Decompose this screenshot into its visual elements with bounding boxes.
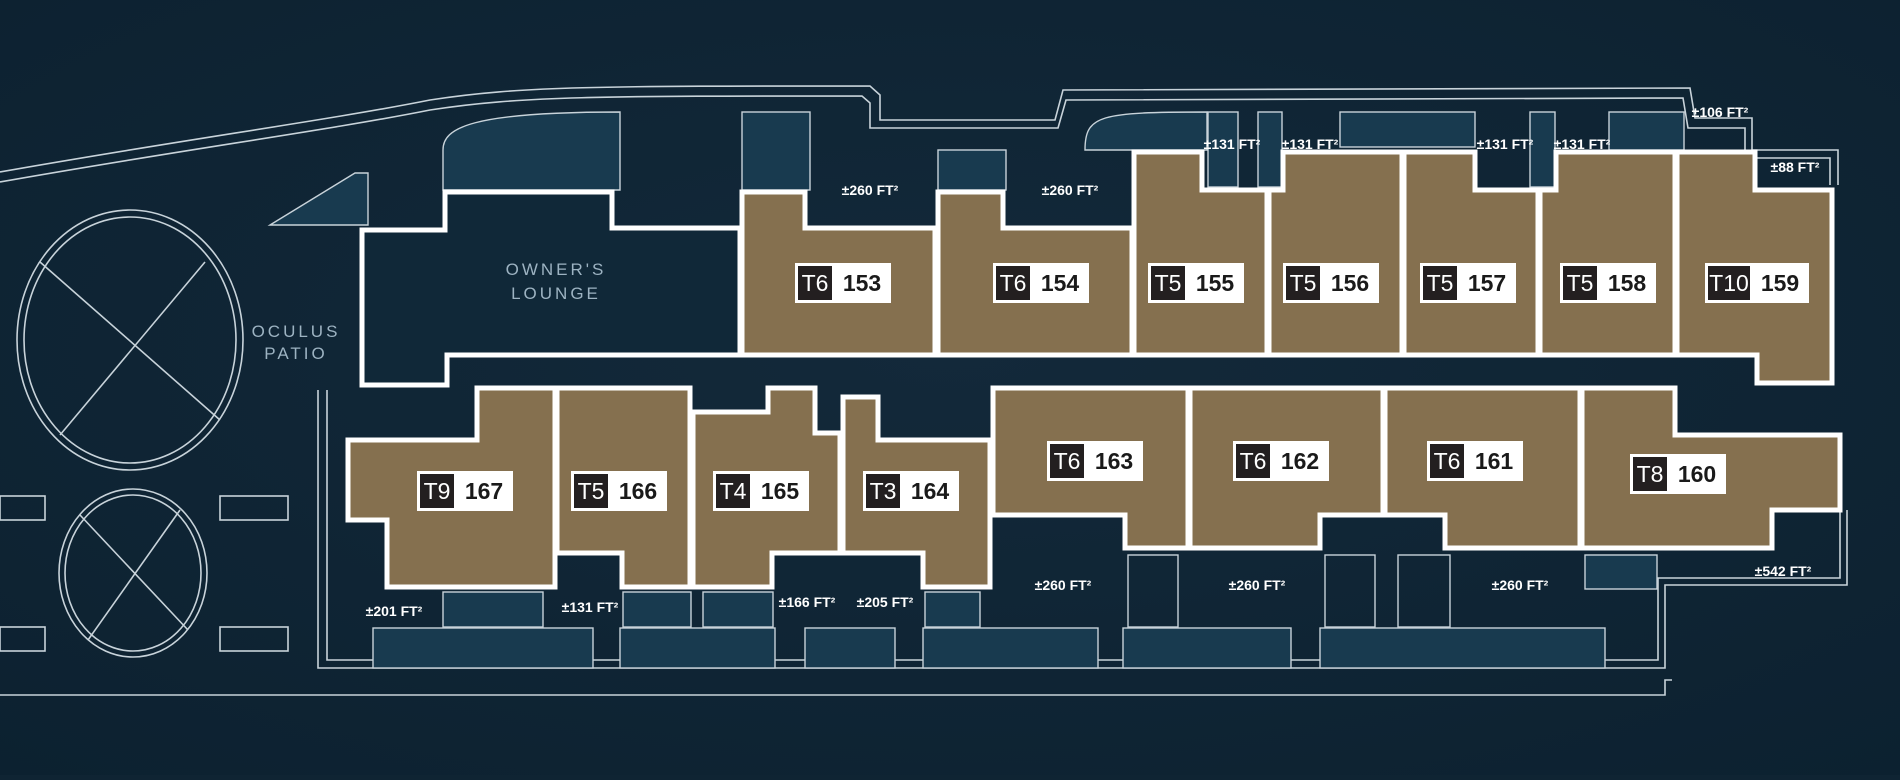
unit-number-label: 156 [1331,270,1369,296]
unit-type-badge [798,266,832,300]
terrace-area-label: ±131 FT² [1554,136,1611,152]
unit-163[interactable]: T6 163 [990,385,1191,551]
site-outline [0,85,1848,696]
unit-shape[interactable] [1537,149,1678,358]
unit-167[interactable]: T9 167 [345,385,558,590]
unit-type-label: T6 [802,270,829,296]
terrace-area-label: ±166 FT² [779,594,836,610]
unit-156[interactable]: T5 156 [1266,149,1405,358]
terrace-area-label: ±542 FT² [1755,563,1812,579]
owners-lounge-label-line1: OWNER'S [506,260,607,279]
unit-type-badge [574,474,608,508]
unit-number-label: 153 [843,270,881,296]
unit-type-label: T6 [1240,448,1267,474]
terrace-area-label: ±260 FT² [1042,182,1099,198]
unit-type-label: T5 [1290,270,1317,296]
unit-158[interactable]: T5 158 [1537,149,1678,358]
unit-type-label: T5 [1567,270,1594,296]
unit-number-label: 154 [1041,270,1080,296]
owners-lounge-label-line2: LOUNGE [511,284,601,303]
unit-type-badge [866,474,900,508]
unit-162[interactable]: T6 162 [1187,385,1386,551]
unit-type-badge [1050,444,1084,478]
unit-type-label: T4 [720,478,747,504]
oculus-patio-label-line2: PATIO [264,344,328,363]
unit-shape[interactable] [1266,149,1405,358]
terrace-area-label: ±201 FT² [366,603,423,619]
unit-number-label: 155 [1196,270,1235,296]
unit-number-label: 157 [1468,270,1506,296]
terrace-area-label: ±260 FT² [1492,577,1549,593]
unit-type-badge [1286,266,1320,300]
planters [267,111,1685,669]
terrace-area-label: ±131 FT² [1477,136,1534,152]
unit-type-label: T5 [1427,270,1454,296]
unit-155[interactable]: T5 155 [1131,149,1270,358]
unit-number-label: 165 [761,478,800,504]
unit-type-badge [996,266,1030,300]
unit-154[interactable]: T6 154 [935,189,1135,358]
terrace-area-label: ±260 FT² [1229,577,1286,593]
unit-type-label: T3 [870,478,897,504]
unit-type-badge [420,474,454,508]
unit-type-badge [1236,444,1270,478]
unit-type-label: T6 [1000,270,1027,296]
terrace-area-label: ±260 FT² [1035,577,1092,593]
terrace-area-label: ±260 FT² [842,182,899,198]
unit-number-label: 159 [1761,270,1799,296]
unit-number-label: 161 [1475,448,1514,474]
unit-type-label: T5 [1155,270,1182,296]
unit-type-badge [716,474,750,508]
unit-type-badge [1430,444,1464,478]
unit-number-label: 166 [619,478,657,504]
unit-153[interactable]: T6 153 [739,189,938,358]
unit-type-label: T6 [1054,448,1081,474]
unit-160[interactable]: T8 160 [1579,385,1843,551]
unit-number-label: 164 [911,478,950,504]
unit-type-badge [1151,266,1185,300]
unit-type-label: T8 [1637,461,1664,487]
unit-type-label: T9 [424,478,451,504]
unit-159[interactable]: T10 159 [1674,149,1835,386]
terrace-area-label: ±106 FT² [1692,104,1749,120]
unit-type-label: T6 [1434,448,1461,474]
terrace-area-label: ±131 FT² [562,599,619,615]
unit-type-label: T5 [578,478,605,504]
unit-number-label: 160 [1678,461,1716,487]
unit-type-badge [1423,266,1457,300]
unit-type-badge [1563,266,1597,300]
unit-number-label: 167 [465,478,503,504]
terrace-area-label: ±131 FT² [1282,136,1339,152]
unit-type-label: T10 [1709,270,1749,296]
unit-type-badge [1633,457,1667,491]
unit-type-badge [1708,266,1750,300]
terrace-area-label: ±205 FT² [857,594,914,610]
unit-161[interactable]: T6 161 [1382,385,1583,551]
oculus-patio-label-line1: OCULUS [252,322,341,341]
unit-165[interactable]: T4 165 [690,385,843,590]
unit-number-label: 158 [1608,270,1647,296]
unit-number-label: 163 [1095,448,1133,474]
terrace-area-label: ±131 FT² [1204,136,1261,152]
unit-number-label: 162 [1281,448,1319,474]
unit-157[interactable]: T5 157 [1401,149,1541,358]
unit-164[interactable]: T3 164 [840,394,993,590]
terrace-area-label: ±88 FT² [1771,159,1820,175]
